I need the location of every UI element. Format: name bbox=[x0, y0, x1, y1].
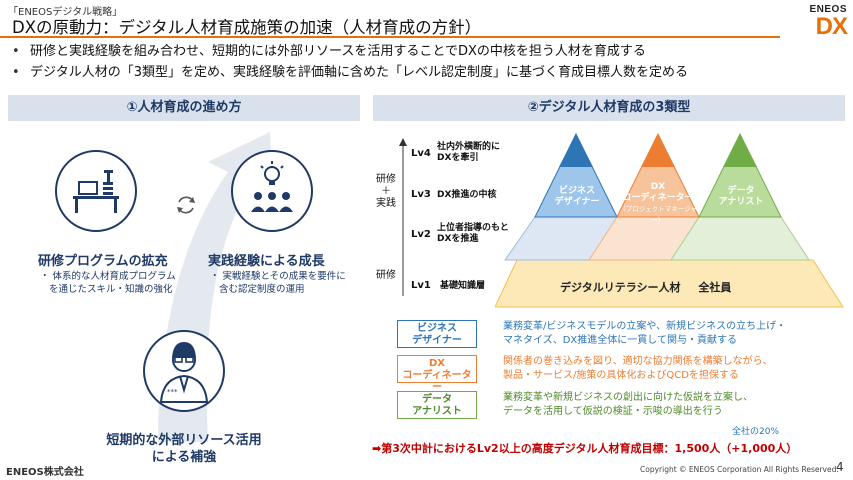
level-1: Lv1 基礎知識層 bbox=[411, 280, 486, 291]
level-4: Lv4 社内外横断的に DXを牽引 bbox=[411, 142, 501, 163]
training-desk-icon bbox=[73, 170, 119, 213]
logo-dx-text: DX bbox=[815, 13, 848, 40]
external-resource-title: 短期的な外部リソース活用 による補強 bbox=[106, 433, 262, 465]
training-practice-label: 研修 ＋ 実践 bbox=[376, 174, 396, 209]
bullet-item: •研修と実践経験を組み合わせ、短期的には外部リソースを活用することでDXの中核を… bbox=[12, 44, 646, 59]
target-badge: 全社の20% bbox=[732, 427, 780, 437]
external-resource-circle: *** bbox=[143, 330, 225, 412]
left-panel-heading: ①人材育成の進め方 bbox=[8, 95, 360, 121]
cycle-arrows-icon bbox=[173, 192, 199, 218]
practice-circle bbox=[231, 150, 313, 232]
training-description: ・ 体系的な人材育成プログラム を通じたスキル・知識の強化 bbox=[40, 271, 176, 295]
svg-text:***: *** bbox=[167, 388, 178, 396]
company-name: ENEOS株式会社 bbox=[6, 467, 84, 478]
consultant-person-icon: *** bbox=[159, 342, 209, 403]
pyramid-label-data-analyst: データ アナリスト bbox=[718, 186, 764, 207]
pyramid-label-business-designer: ビジネス デザイナー bbox=[554, 186, 600, 207]
base-label: デジタルリテラシー人材 全社員 bbox=[560, 281, 732, 294]
bullet-item: •デジタル人材の「3類型」を定め、実践経験を評価軸に含めた「レベル認定制度」に基… bbox=[12, 65, 689, 80]
legend-business-designer: ビジネス デザイナー bbox=[397, 320, 477, 348]
level-3: Lv3 DX推進の中核 bbox=[411, 189, 497, 200]
training-title: 研修プログラムの拡充 bbox=[38, 254, 168, 269]
page-number: 4 bbox=[836, 460, 844, 474]
talent-pyramid bbox=[495, 132, 844, 308]
legend-dx-coordinator: DX コーディネーター bbox=[397, 355, 477, 393]
training-circle bbox=[55, 150, 137, 232]
pyramid-label-dx-coordinator: DX コーディネーター （プロジェクトマネージャー） bbox=[619, 182, 697, 224]
practice-description: ・ 実戦経験とその成果を要件に 含む認定制度の運用 bbox=[210, 271, 346, 295]
target-statement: ➡第3次中計におけるLv2以上の高度デジタル人材育成目標：1,500人（+1,0… bbox=[372, 442, 798, 455]
copyright: Copyright © ENEOS Corporation All Rights… bbox=[640, 465, 839, 474]
legend-data-analyst: データ アナリスト bbox=[397, 391, 477, 419]
right-panel-heading: ②デジタル人材育成の3類型 bbox=[373, 95, 845, 121]
legend-dx-coordinator-desc: 関係者の巻き込みを図り、適切な協力関係を構築しながら、 製品・サービス/施策の具… bbox=[503, 356, 773, 381]
level-2: Lv2 上位者指導のもと DXを推進 bbox=[411, 223, 509, 244]
page-title: DXの原動力：デジタル人材育成施策の加速（人材育成の方針） bbox=[12, 18, 482, 37]
idea-lightbulb-icon bbox=[251, 161, 293, 212]
legend-business-designer-desc: 業務変革/ビジネスモデルの立案や、新規ビジネスの立ち上げ・ マネタイズ、DX推進… bbox=[503, 321, 787, 346]
legend-data-analyst-desc: 業務変革や新規ビジネスの創出に向けた仮説を立案し、 データを活用して仮説の検証・… bbox=[503, 392, 753, 417]
training-only-label: 研修 bbox=[376, 270, 396, 281]
practice-title: 実践経験による成長 bbox=[208, 254, 325, 269]
title-underline bbox=[0, 36, 780, 38]
logo-eneos-text: ENEOS bbox=[809, 4, 847, 15]
section-tag: 「ENEOSデジタル戦略」 bbox=[8, 7, 123, 18]
level-axis bbox=[399, 138, 407, 296]
summary-bullets: •研修と実践経験を組み合わせ、短期的には外部リソースを活用することでDXの中核を… bbox=[12, 41, 847, 83]
eneos-dx-logo: ENEOS DX bbox=[787, 4, 848, 40]
